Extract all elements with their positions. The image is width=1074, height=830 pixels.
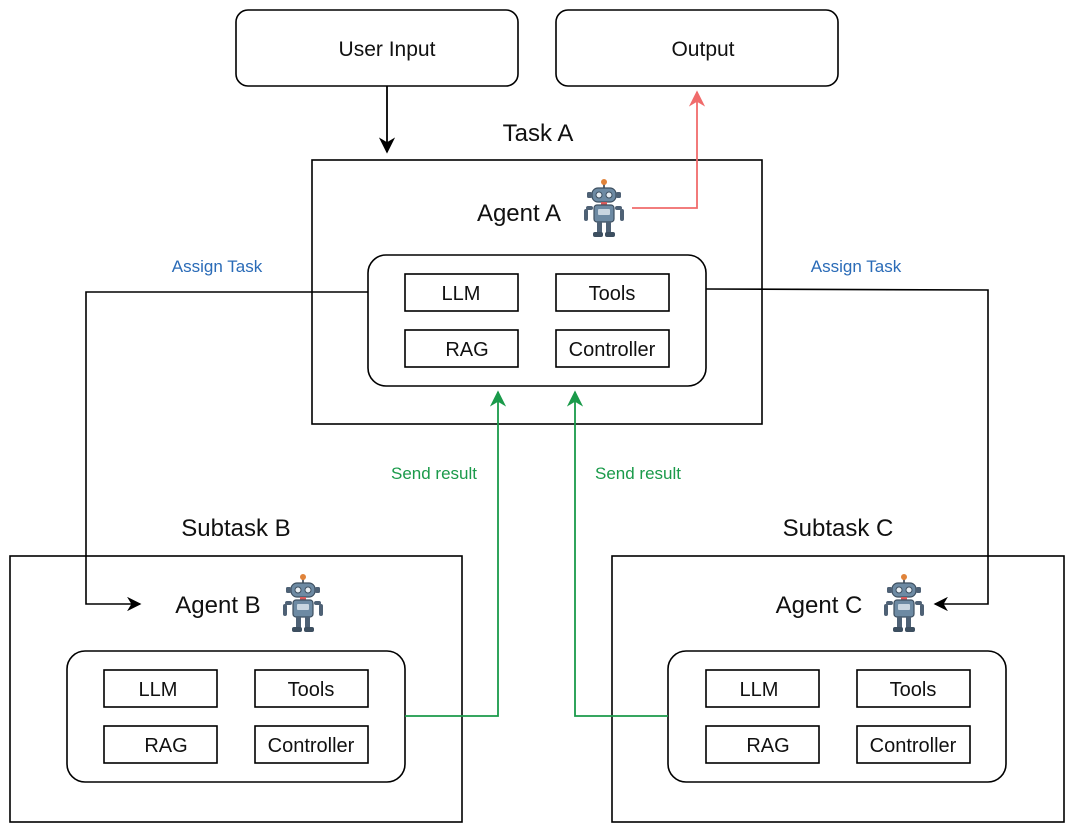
output-arrow <box>632 90 706 209</box>
agent-b-components: LLM Tools RAG Controller <box>66 650 406 783</box>
assign-task-right-label: Assign Task <box>811 257 902 276</box>
send-result-left-arrow <box>405 390 507 717</box>
component-label: LLM <box>139 679 178 701</box>
component-label: RAG <box>144 735 187 757</box>
rag-box <box>705 725 820 764</box>
llm-box <box>103 669 218 708</box>
task-a-title: Task A <box>503 120 574 147</box>
rag-box <box>103 725 218 764</box>
assign-task-left-label: Assign Task <box>172 257 263 276</box>
user-input-label: User Input <box>339 38 436 61</box>
controller-box <box>856 725 971 764</box>
send-result-left-label: Send result <box>391 464 477 483</box>
send-result-right-label: Send result <box>595 464 681 483</box>
component-label: Controller <box>268 735 355 757</box>
component-label: Controller <box>569 339 656 361</box>
user-input-box: User Input <box>235 9 519 87</box>
agent-b-label: Agent B <box>175 592 260 619</box>
agent-a-label: Agent A <box>477 200 561 227</box>
tools-box <box>555 273 670 312</box>
tools-box <box>254 669 369 708</box>
assign-task-right-arrow <box>705 288 989 612</box>
send-result-right-arrow <box>566 390 668 717</box>
output-label: Output <box>671 38 734 61</box>
controller-box <box>555 329 670 368</box>
component-label: Controller <box>870 735 957 757</box>
component-label: RAG <box>445 339 488 361</box>
assign-task-left-arrow <box>85 291 368 612</box>
subtask-c-title: Subtask C <box>783 515 894 542</box>
component-label: Tools <box>589 283 636 305</box>
agent-c-label: Agent C <box>776 592 863 619</box>
rag-box <box>404 329 519 368</box>
llm-box <box>705 669 820 708</box>
component-label: Tools <box>890 679 937 701</box>
component-label: LLM <box>740 679 779 701</box>
llm-box <box>404 273 519 312</box>
agent-a-components: LLM Tools RAG Controller <box>367 254 707 387</box>
component-label: RAG <box>746 735 789 757</box>
subtask-b-title: Subtask B <box>181 515 290 542</box>
agent-c-components: LLM Tools RAG Controller <box>667 650 1007 783</box>
component-label: Tools <box>288 679 335 701</box>
component-label: LLM <box>442 283 481 305</box>
output-box: Output <box>555 9 839 87</box>
controller-box <box>254 725 369 764</box>
tools-box <box>856 669 971 708</box>
